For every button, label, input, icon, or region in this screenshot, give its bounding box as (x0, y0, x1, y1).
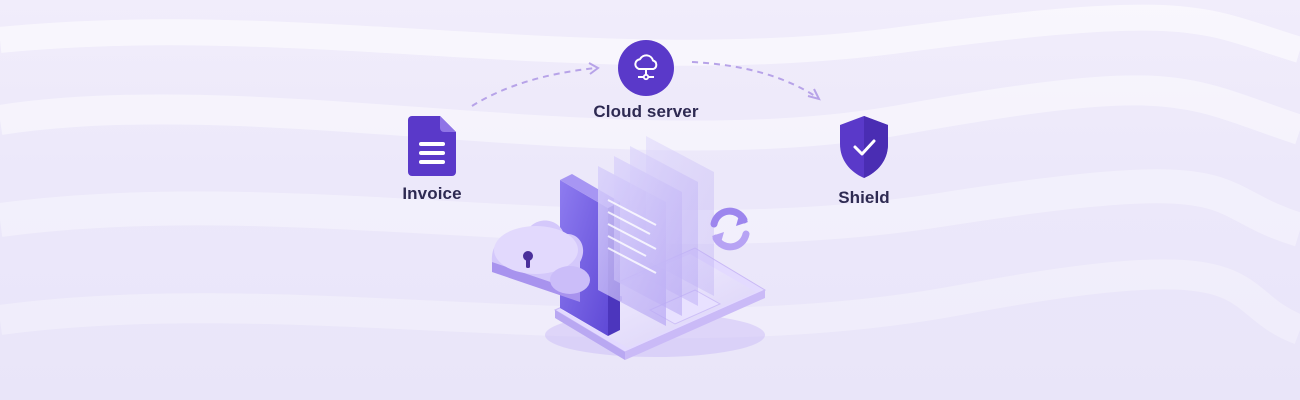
shield-node: Shield (830, 114, 898, 208)
cloud-lock-icon (491, 220, 590, 302)
invoice-label: Invoice (402, 184, 462, 203)
document-icon (408, 116, 456, 176)
sync-icon (710, 207, 750, 251)
cloud-server-label: Cloud server (593, 102, 699, 121)
shield-label: Shield (838, 188, 890, 207)
stacked-files-icon (598, 136, 714, 326)
laptop-illustration (491, 136, 767, 360)
shield-check-icon (840, 116, 888, 178)
invoice-node: Invoice (398, 116, 466, 204)
cloud-network-icon (618, 40, 674, 96)
cloud-server-node: Cloud server (586, 40, 706, 122)
